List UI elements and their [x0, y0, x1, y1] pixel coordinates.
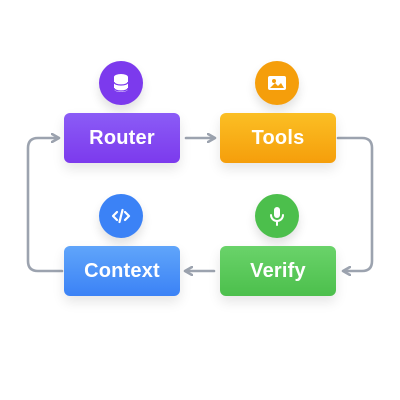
node-verify[interactable]: Verify: [220, 246, 336, 296]
image-icon: [255, 61, 299, 105]
node-router[interactable]: Router: [64, 113, 180, 163]
microphone-icon: [255, 194, 299, 238]
database-icon: [99, 61, 143, 105]
node-label: Context: [84, 259, 160, 282]
node-tools[interactable]: Tools: [220, 113, 336, 163]
edge-tools-verify: [336, 136, 374, 271]
node-context[interactable]: Context: [64, 246, 180, 296]
node-label: Tools: [251, 126, 305, 149]
edge-context-router: [26, 138, 64, 273]
node-label: Verify: [250, 259, 306, 282]
code-icon: [99, 194, 143, 238]
node-label: Router: [89, 126, 155, 149]
